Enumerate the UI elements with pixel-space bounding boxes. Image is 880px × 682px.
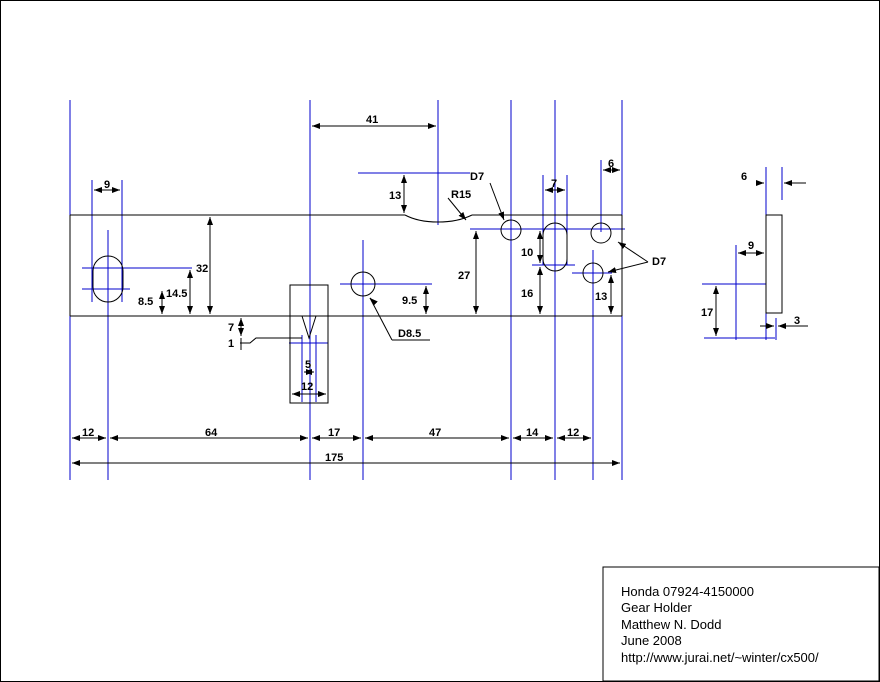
dim-14-5: 14.5 [166,288,187,300]
title-part-name: Gear Holder [621,600,692,615]
dimension-labels: 41 9 13 R15 D7 7 6 32 14.5 8.5 9.5 27 10… [82,114,800,464]
title-author: Matthew N. Dodd [621,617,721,632]
title-block-frame [602,566,880,682]
dim-1: 1 [228,338,234,350]
title-url: http://www.jurai.net/~winter/cx500/ [621,650,819,665]
dim-bottom-17: 17 [328,427,340,439]
dim-bottom-175: 175 [325,452,343,464]
title-part-number: Honda 07924-4150000 [621,584,754,599]
dimension-lines [72,123,808,466]
dim-41: 41 [366,114,378,126]
dim-13: 13 [389,190,401,202]
dim-9-5: 9.5 [402,295,417,307]
dim-side-6: 6 [741,171,747,183]
dim-32: 32 [196,263,208,275]
dim-16: 16 [521,288,533,300]
title-block: Honda 07924-4150000 Gear Holder Matthew … [602,566,880,682]
dim-side-17: 17 [701,307,713,319]
dim-bottom-14: 14 [526,427,539,439]
dim-7-slot: 7 [551,178,557,190]
part-outline [69,214,783,404]
dim-r15: R15 [451,189,471,201]
dim-side-9: 9 [748,240,754,252]
title-date: June 2008 [621,633,682,648]
dim-9: 9 [104,179,110,191]
dim-6: 6 [608,158,614,170]
dim-bottom-12a: 12 [82,427,94,439]
dim-bottom-12b: 12 [567,427,579,439]
dim-side-3: 3 [794,315,800,327]
dim-bottom-64: 64 [205,427,218,439]
dim-d7-left: D7 [470,171,484,183]
dim-5: 5 [305,359,311,371]
dim-27: 27 [458,270,470,282]
dim-7-notch: 7 [228,322,234,334]
dim-12-notch: 12 [301,381,313,393]
dim-10: 10 [521,247,533,259]
dim-13-right: 13 [595,291,607,303]
dim-d8-5: D8.5 [398,328,421,340]
dim-bottom-47: 47 [429,427,441,439]
dim-d7-right: D7 [652,256,666,268]
dim-8-5: 8.5 [138,296,153,308]
